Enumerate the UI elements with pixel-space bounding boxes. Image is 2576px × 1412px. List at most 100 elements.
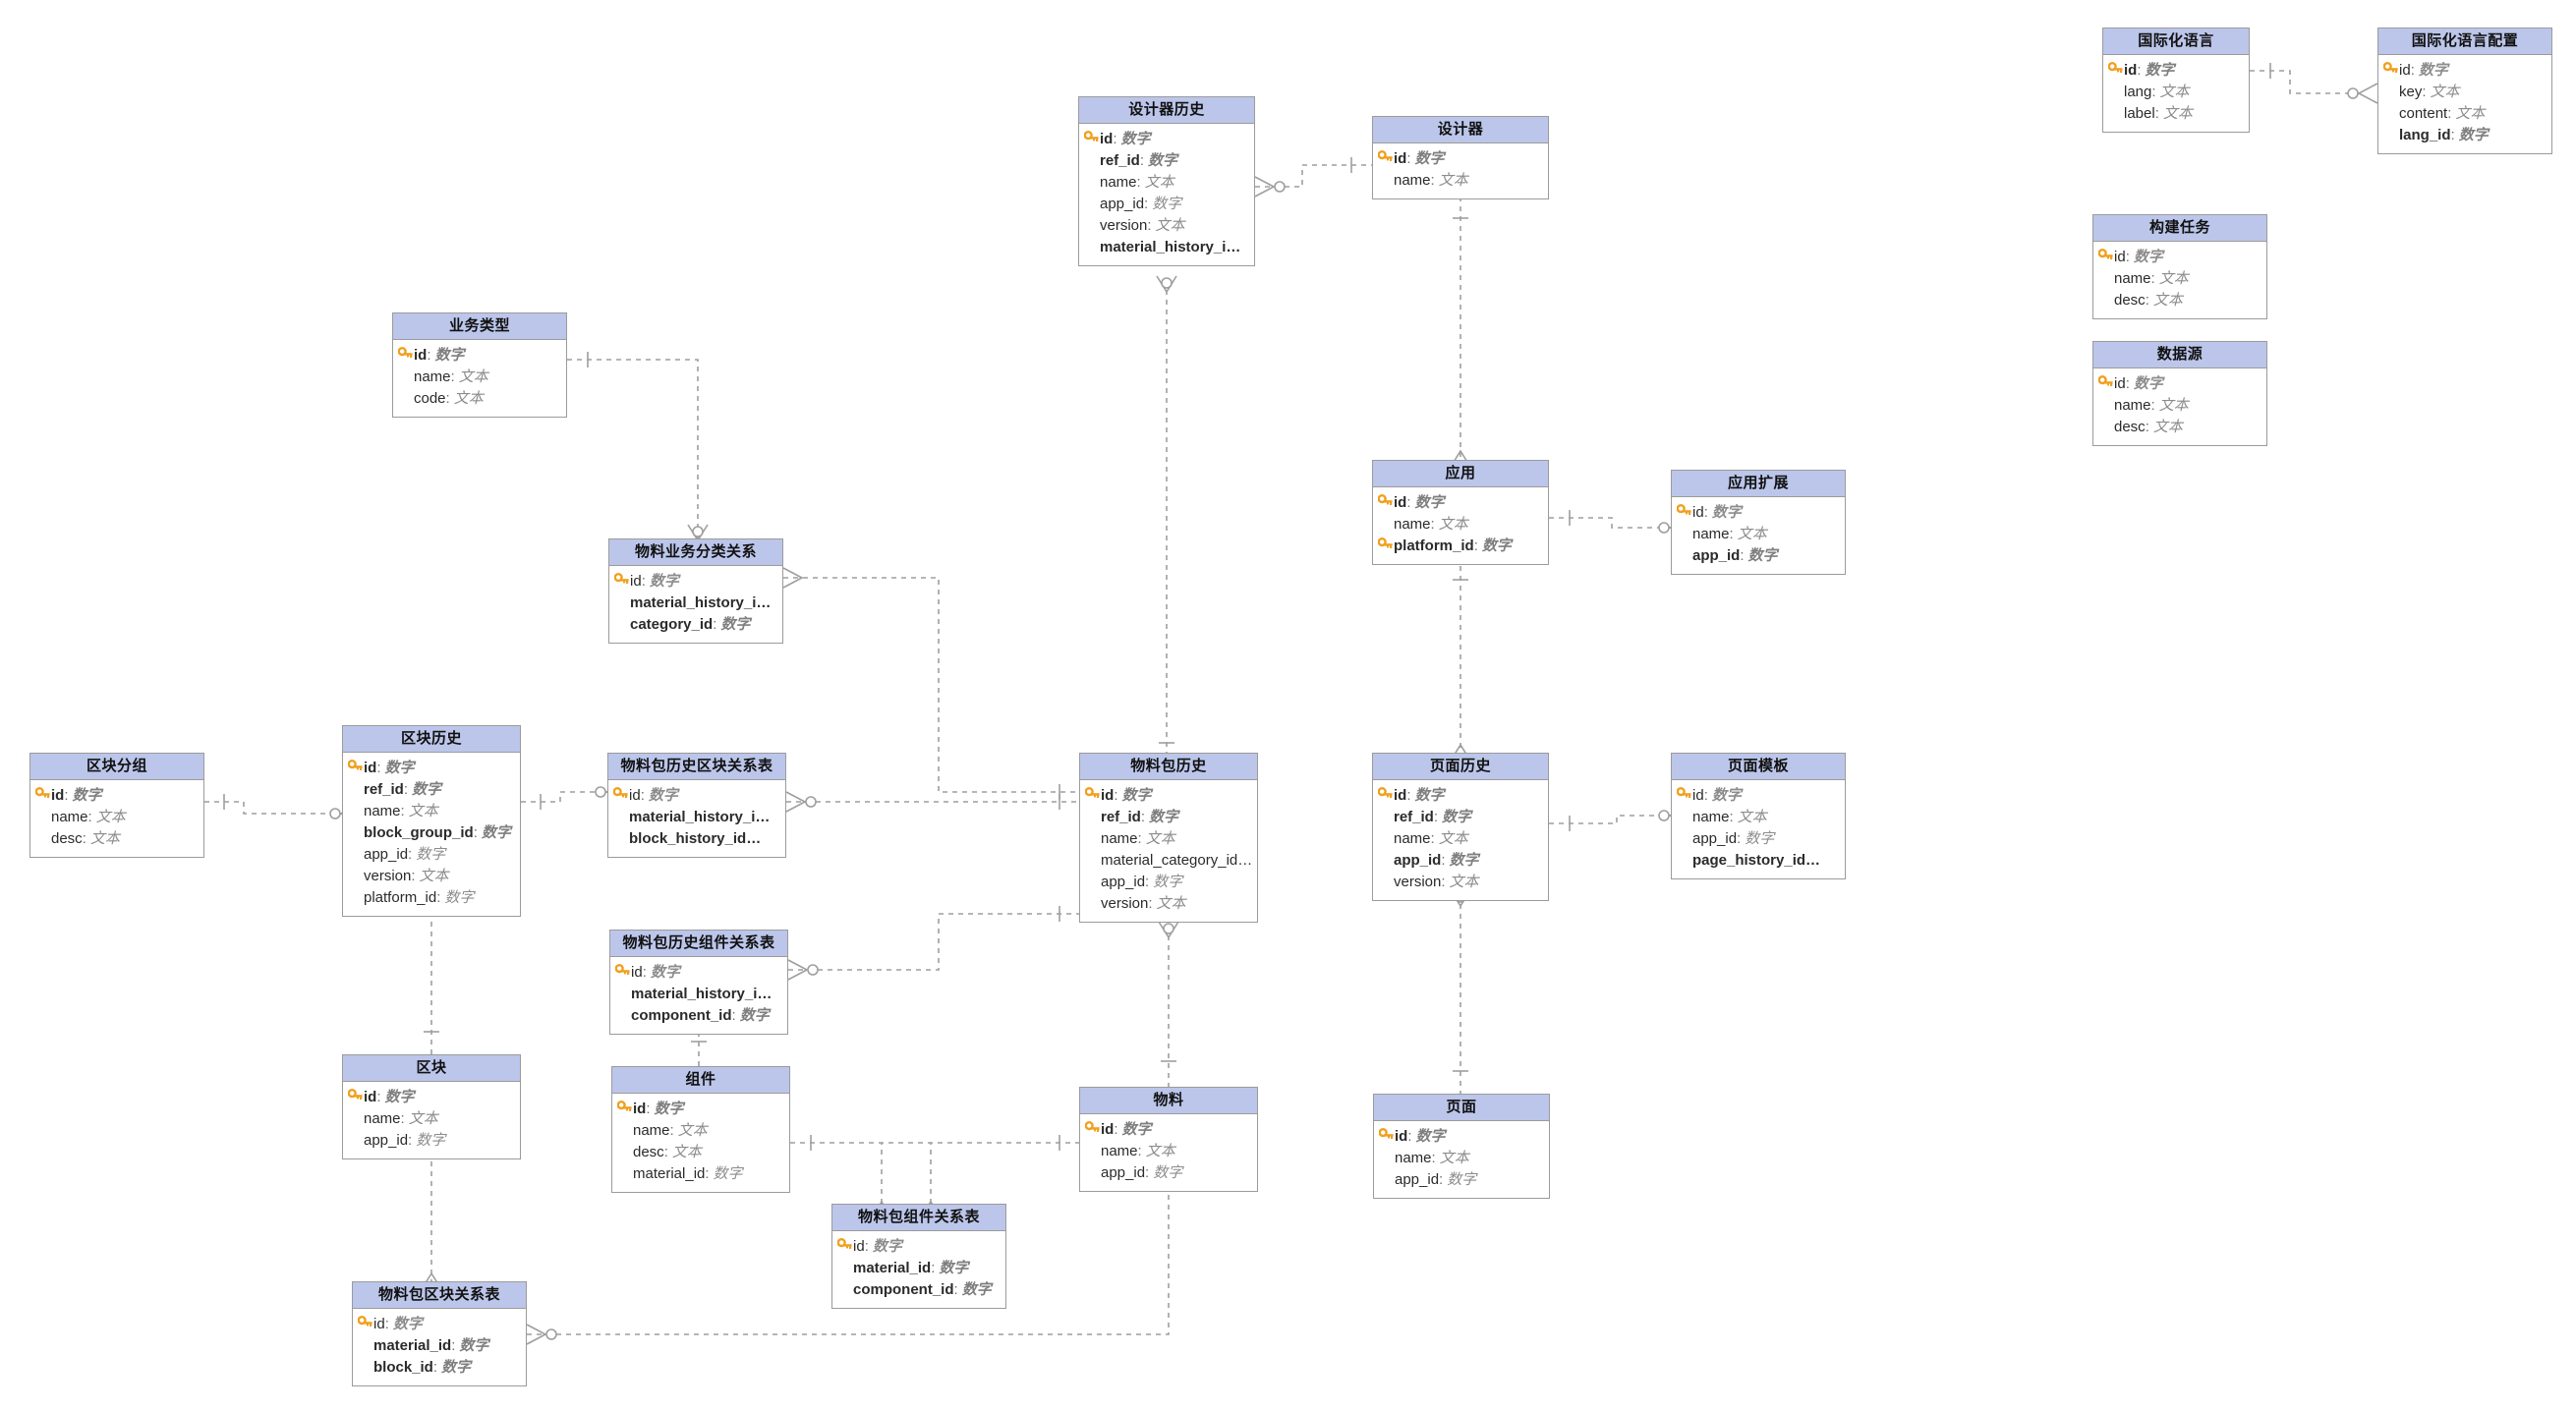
field-row: version:文本 [1085, 893, 1249, 915]
primary-key-icon [1677, 786, 1692, 800]
field-name: app_id [1101, 1164, 1146, 1181]
field-name: desc [2114, 419, 2146, 435]
field-indent-spacer [1085, 1164, 1101, 1178]
field-indent-spacer [1677, 809, 1692, 822]
field-separator: : [641, 573, 646, 590]
primary-key-icon [615, 963, 631, 977]
field-name: id [1692, 504, 1704, 521]
field-separator: : [2125, 249, 2130, 265]
field-separator: : [2410, 62, 2415, 79]
primary-key-icon [1085, 1120, 1101, 1134]
field-name: app_id [1395, 1171, 1440, 1188]
entity-title-component: 组件 [612, 1067, 789, 1094]
field-type: 数字 [2418, 62, 2448, 79]
primary-key-icon [348, 1088, 364, 1101]
field-separator: : [1406, 494, 1411, 511]
field-name: page_history_id… [1692, 852, 1821, 869]
field-separator: : [1441, 852, 1446, 869]
field-separator: : [640, 787, 645, 804]
field-type: 数字 [416, 846, 446, 863]
field-name: name [51, 809, 88, 825]
field-separator: : [2150, 270, 2155, 287]
field-type: 文本 [453, 390, 484, 407]
field-separator: : [432, 1359, 438, 1376]
field-type: 数字 [1711, 504, 1742, 521]
field-row: desc:文本 [35, 828, 196, 850]
field-separator: : [1737, 830, 1742, 847]
field-name: app_id [1100, 196, 1145, 212]
field-row: component_id:数字 [615, 1005, 779, 1027]
field-indent-spacer [614, 616, 630, 630]
field-indent-spacer [837, 1281, 853, 1295]
edge-component-material [790, 1135, 1079, 1151]
field-separator: : [376, 760, 381, 776]
field-separator: : [1140, 809, 1146, 825]
field-type: 数字 [416, 1132, 446, 1149]
primary-key-icon [348, 759, 364, 772]
field-type: 文本 [2162, 105, 2193, 122]
field-separator: : [1144, 196, 1149, 212]
field-row: platform_id:数字 [1378, 536, 1540, 557]
primary-key-icon [837, 1237, 853, 1251]
field-indent-spacer [613, 809, 629, 822]
edge-app-app-extension [1549, 510, 1689, 538]
field-name: material_history_i… [630, 594, 772, 611]
field-indent-spacer [613, 830, 629, 844]
edge-designer-history-material-pkg-history [1156, 275, 1177, 753]
field-separator: : [82, 830, 86, 847]
field-type: 数字 [2145, 62, 2175, 79]
field-row: ref_id:数字 [1378, 807, 1540, 828]
field-row: name:文本 [1378, 514, 1540, 536]
entity-title-block: 区块 [343, 1055, 520, 1082]
field-name: ref_id [1101, 809, 1141, 825]
field-type: 文本 [671, 1144, 702, 1160]
field-name: block_id [373, 1359, 433, 1376]
field-row: name:文本 [2098, 268, 2259, 290]
field-separator: : [1136, 174, 1141, 191]
field-row: name:文本 [1084, 172, 1246, 194]
field-name: id [1101, 787, 1115, 804]
field-separator: : [1406, 150, 1411, 167]
field-separator: : [1137, 830, 1142, 847]
primary-key-icon [398, 346, 414, 360]
field-type: 数字 [648, 787, 678, 804]
field-indent-spacer [1084, 152, 1100, 166]
field-row: id:数字 [1677, 785, 1837, 807]
field-type: 文本 [1155, 217, 1185, 234]
field-type: 文本 [2152, 292, 2183, 309]
field-type: 数字 [1153, 1164, 1183, 1181]
field-row: name:文本 [1379, 1148, 1541, 1169]
field-separator: : [1114, 787, 1118, 804]
entity-title-material_business_category: 物料业务分类关系 [609, 539, 782, 566]
field-name: name [364, 1110, 401, 1127]
field-row: name:文本 [1378, 170, 1540, 192]
